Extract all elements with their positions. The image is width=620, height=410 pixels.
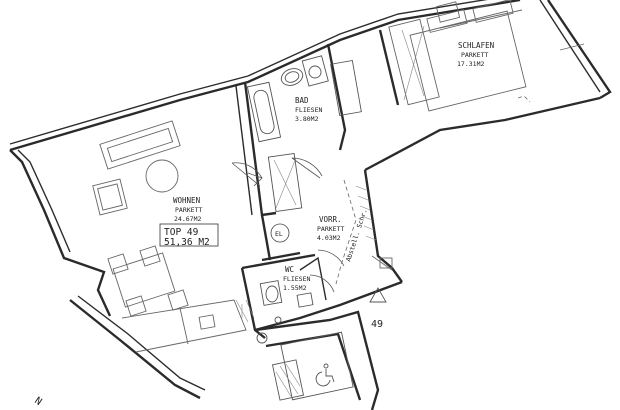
bedroom-furniture [388,0,585,112]
elevator-shaft [254,310,380,410]
bad-floor: FLIESEN [295,106,322,114]
wohnen-area: 24.67M2 [174,215,201,223]
wohnen-floor: PARKETT [175,206,202,214]
doors [231,157,345,293]
vorr-area: 4.03M2 [317,234,341,242]
wc-name: WC [285,265,294,274]
bad-name: BAD [295,96,309,105]
interior-walls [235,29,400,339]
vorr-floor: PARKETT [317,225,344,233]
unit-marker [369,287,387,303]
electrical-symbol [270,223,290,243]
wohnen-name: WOHNEN [173,196,200,205]
wc-fixtures [245,280,314,344]
electrical-symbol-label: EL [275,230,283,238]
exterior-walls [9,0,612,400]
living-furniture [92,120,249,353]
unit-marker-number: 49 [371,319,383,330]
unit-area: 51,36 M2 [164,237,210,248]
wardrobe [335,179,393,285]
vorr-name: VORR. [319,215,342,224]
schlafen-name: SCHLAFEN [458,41,494,50]
wardrobe-label: Abstell. Schr. [344,208,369,263]
schlafen-floor: PARKETT [461,51,488,59]
unit-area-box [159,223,219,247]
north-letter: N [32,395,43,407]
bathroom-fixtures [246,55,362,213]
wc-floor: FLIESEN [283,275,310,283]
schlafen-area: 17.31M2 [457,60,484,68]
bad-area: 3.80M2 [295,115,319,123]
wc-area: 1.55M2 [283,284,307,292]
unit-label: TOP 49 [164,227,199,238]
